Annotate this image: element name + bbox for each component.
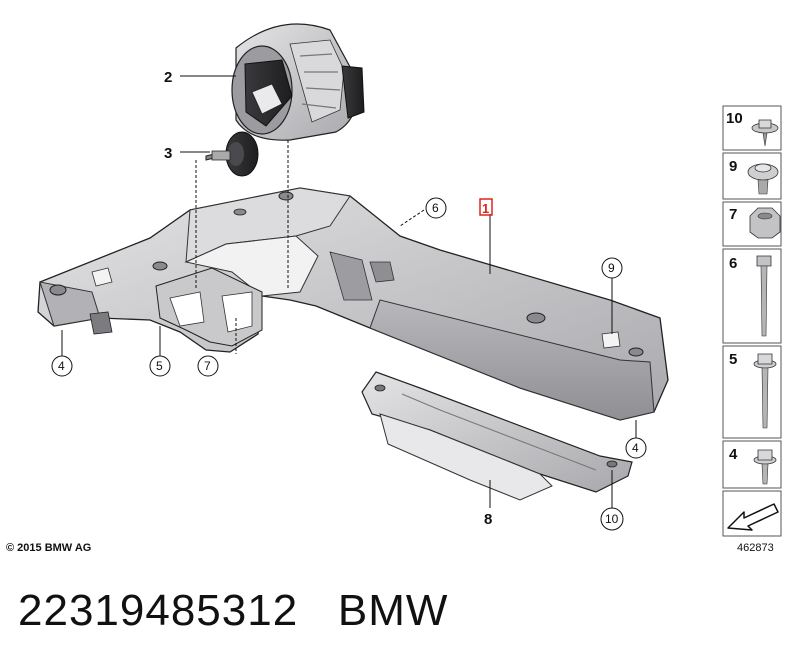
bump-stop [205,131,259,177]
leader-lines [61,75,637,508]
svg-text:4: 4 [58,359,65,373]
svg-text:4: 4 [632,441,639,455]
short-bolt-icon [753,449,777,485]
gearbox-support-bracket [37,187,669,421]
svg-text:10: 10 [605,512,619,526]
long-bolt-icon [756,255,772,337]
callout-10: 10 [600,507,624,531]
svg-text:5: 5 [156,359,163,373]
engine-mount-rubber [231,23,365,141]
copyright-text: © 2015 BMW AG [6,542,92,554]
hex-bolt-icon [753,353,777,429]
callout-4-left: 4 [51,355,73,377]
legend-label-10: 10 [726,110,743,127]
callout-8: 8 [484,511,492,528]
legend-label-9: 9 [729,158,737,175]
callout-1-highlight-box [479,198,493,216]
part-info: 22319485312 BMW [18,586,448,636]
callout-1: 1 [482,201,489,216]
legend-label-6: 6 [729,255,737,272]
direction-arrow-icon [727,503,779,531]
callout-9: 9 [601,257,623,279]
callout-7: 7 [197,355,219,377]
legend-label-7: 7 [729,206,737,223]
flange-screw-icon [751,119,779,147]
callout-5: 5 [149,355,171,377]
callout-2: 2 [164,69,172,86]
callout-3: 3 [164,145,172,162]
washer-nut-icon [747,163,779,195]
brand-name: BMW [337,586,449,635]
svg-text:7: 7 [204,359,211,373]
svg-text:9: 9 [608,261,615,275]
callout-6: 6 [425,197,447,219]
hex-nut-icon [749,207,781,239]
part-number: 22319485312 [18,586,299,635]
support-plate [361,371,633,501]
svg-text:6: 6 [432,201,439,215]
legend-label-4: 4 [729,446,738,463]
callout-4-right: 4 [625,437,647,459]
diagram-number: 462873 [737,542,774,554]
fastener-legend: 10 9 7 6 5 4 [722,105,782,537]
legend-label-5: 5 [729,351,737,368]
